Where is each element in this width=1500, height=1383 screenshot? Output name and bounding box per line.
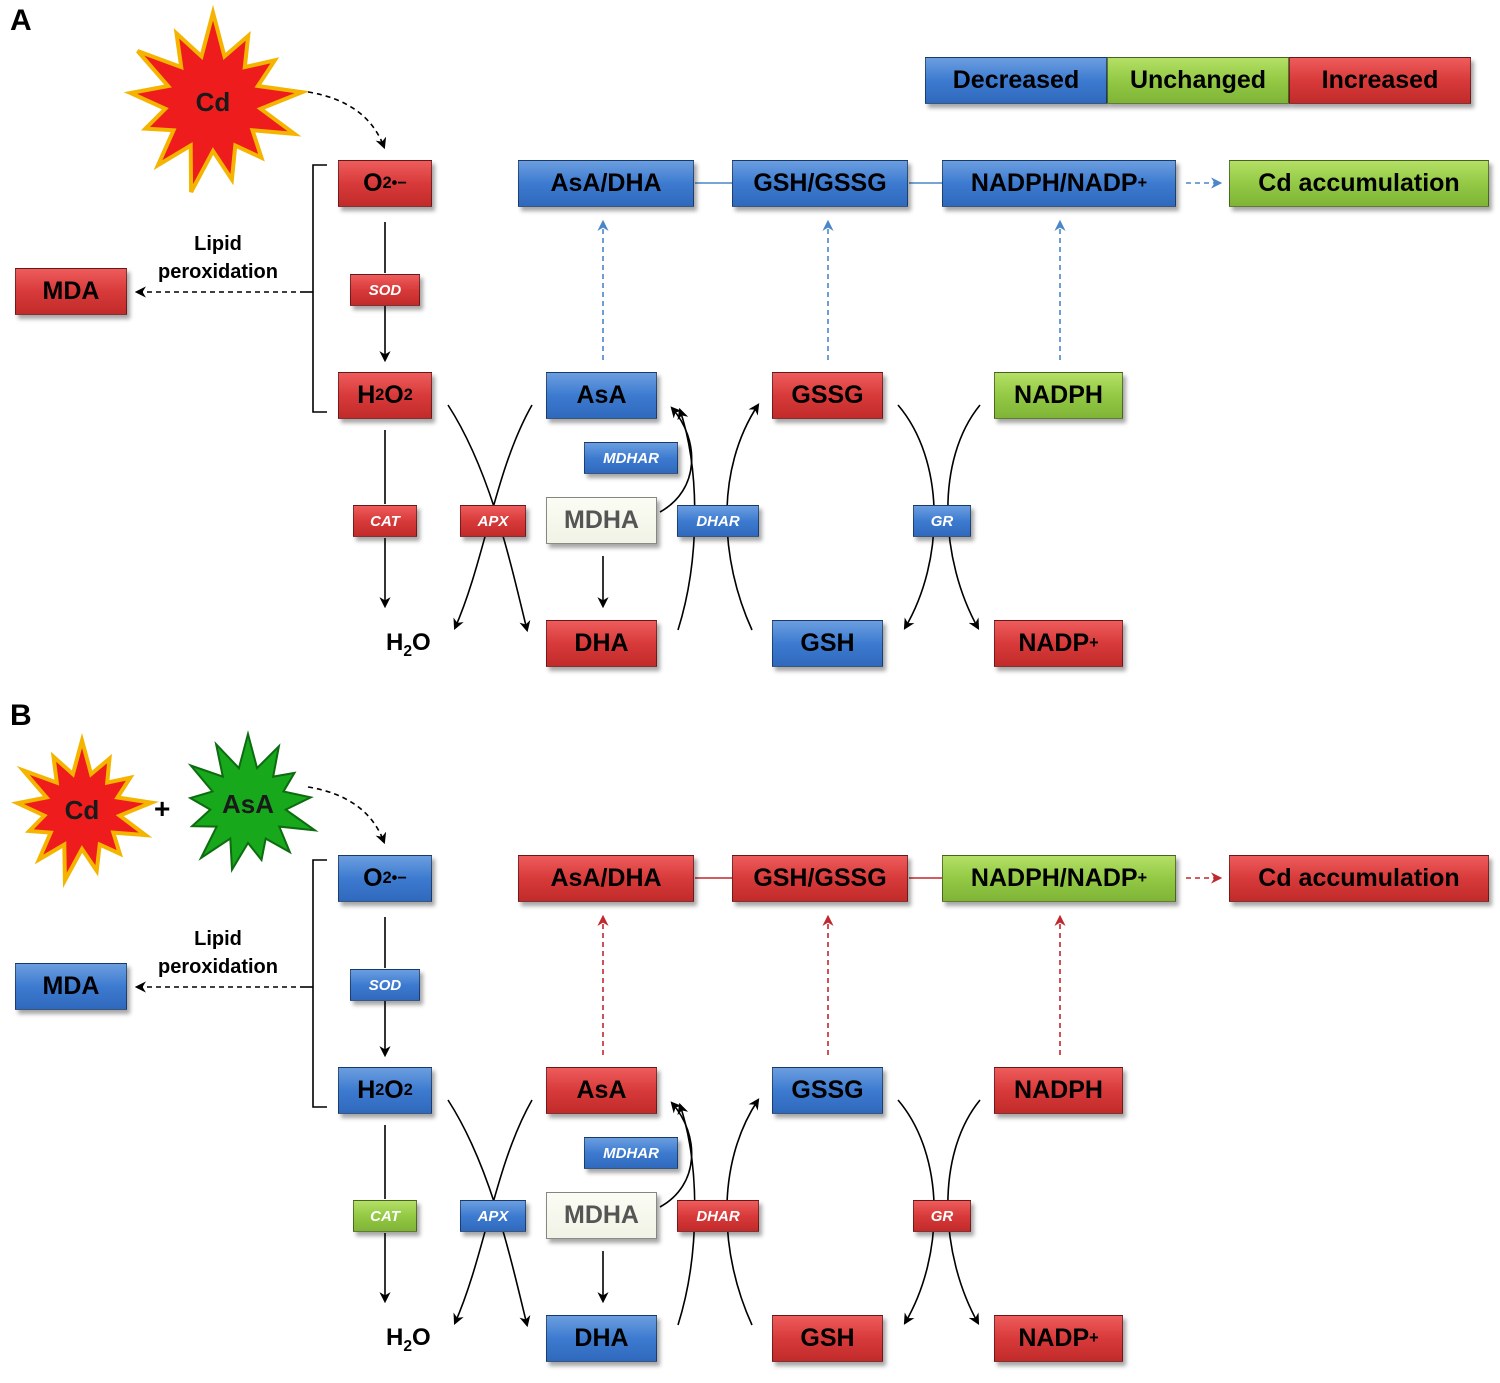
enzyme-sod: SOD xyxy=(350,969,420,1001)
node-asa-dha: AsA/DHA xyxy=(518,855,694,902)
lipid-line-1: Lipid xyxy=(194,928,242,950)
lipid-line-2: peroxidation xyxy=(157,261,278,283)
node-gsh-gssg: GSH/GSSG xyxy=(732,160,908,207)
enzyme-mdhar: MDHAR xyxy=(584,1137,678,1169)
enzyme-dhar: DHAR xyxy=(677,505,759,537)
node-asa: AsA xyxy=(546,372,657,419)
legend: Decreased Unchanged Increased xyxy=(925,57,1471,104)
panel-letter: A xyxy=(10,4,32,37)
node-nadph-nadp: NADPH/NADP+ xyxy=(942,160,1176,207)
node-gsh: GSH xyxy=(772,620,883,667)
stressor-label: Cd xyxy=(195,87,231,117)
ros-bracket xyxy=(312,164,327,413)
node-mda: MDA xyxy=(15,268,127,315)
enzyme-apx: APX xyxy=(460,1200,526,1232)
node-dha: DHA xyxy=(546,1315,657,1362)
water-label: H2O xyxy=(386,1324,431,1355)
lipid-peroxidation-label: Lipid peroxidation xyxy=(133,925,303,981)
node-nadp: NADP+ xyxy=(994,1315,1123,1362)
lipid-line-2: peroxidation xyxy=(157,956,278,978)
stressor-label: Cd xyxy=(64,795,100,825)
node-asa: AsA xyxy=(546,1067,657,1114)
water-label: H2O xyxy=(386,629,431,660)
enzyme-sod: SOD xyxy=(350,274,420,306)
node-gssg: GSSG xyxy=(772,1067,883,1114)
node-cd-acc: Cd accumulation xyxy=(1229,855,1489,902)
node-nadph-nadp: NADPH/NADP+ xyxy=(942,855,1176,902)
legend-decreased: Decreased xyxy=(925,57,1107,104)
lipid-peroxidation-label: Lipid peroxidation xyxy=(133,230,303,286)
enzyme-gr: GR xyxy=(913,1200,971,1232)
stressor-label: AsA xyxy=(221,789,274,819)
legend-unchanged: Unchanged xyxy=(1107,57,1289,104)
node-mdha: MDHA xyxy=(546,1192,657,1239)
stressor-burst-asa xyxy=(187,730,319,874)
lipid-line-1: Lipid xyxy=(194,233,242,255)
node-dha: DHA xyxy=(546,620,657,667)
node-mdha: MDHA xyxy=(546,497,657,544)
enzyme-apx: APX xyxy=(460,505,526,537)
pathway-arrows xyxy=(123,4,1223,633)
enzyme-gr: GR xyxy=(913,505,971,537)
node-gssg: GSSG xyxy=(772,372,883,419)
panel-letter: B xyxy=(10,699,32,732)
ros-bracket xyxy=(312,859,327,1108)
enzyme-mdhar: MDHAR xyxy=(584,442,678,474)
stressor-burst-cd xyxy=(123,4,310,193)
node-asa-dha: AsA/DHA xyxy=(518,160,694,207)
node-cd-acc: Cd accumulation xyxy=(1229,160,1489,207)
stressor-burst-cd xyxy=(11,732,159,889)
node-mda: MDA xyxy=(15,963,127,1010)
legend-increased: Increased xyxy=(1289,57,1471,104)
plus-sign: + xyxy=(154,793,171,824)
node-gsh-gssg: GSH/GSSG xyxy=(732,855,908,902)
node-nadp: NADP+ xyxy=(994,620,1123,667)
enzyme-cat: CAT xyxy=(353,1200,417,1232)
node-gsh: GSH xyxy=(772,1315,883,1362)
node-nadph: NADPH xyxy=(994,1067,1123,1114)
stressor-arrow xyxy=(307,786,387,845)
stressor-arrow xyxy=(307,91,387,150)
enzyme-cat: CAT xyxy=(353,505,417,537)
enzyme-dhar: DHAR xyxy=(677,1200,759,1232)
node-nadph: NADPH xyxy=(994,372,1123,419)
